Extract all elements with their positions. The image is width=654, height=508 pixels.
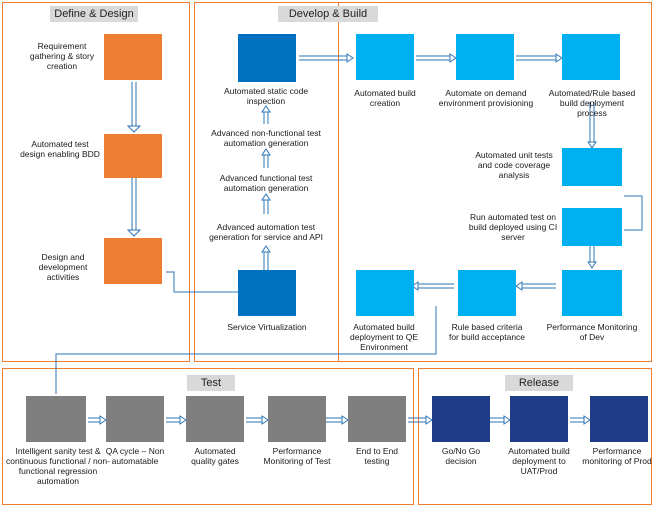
develop-label-qe-deploy: Automated build deployment to QE Environ… — [349, 322, 419, 352]
test-label-perf-test: Performance Monitoring of Test — [263, 446, 331, 466]
arrow-build-env — [416, 55, 450, 61]
test-label-quality-gates: Automated quality gates — [191, 446, 239, 466]
arrow-release-2-3 — [570, 417, 584, 423]
develop-label-nonfunctional: Advanced non-functional test automation … — [211, 128, 321, 148]
develop-label-unit-tests: Automated unit tests and code coverage a… — [475, 150, 553, 180]
develop-label-functional: Advanced functional test automation gene… — [219, 173, 313, 193]
develop-label-build-creation: Automated build creation — [354, 88, 416, 108]
develop-box-env-provisioning — [456, 34, 514, 80]
test-box-sanity — [26, 396, 86, 442]
define-box-dev-activities — [104, 238, 162, 284]
arrow-perf-rule — [522, 283, 556, 289]
line-qe-test — [55, 306, 437, 394]
arrow-func-up — [263, 155, 269, 168]
develop-label-static-inspection: Automated static code inspection — [223, 86, 309, 106]
test-label-e2e: End to End testing — [355, 446, 399, 466]
arrow-deploy-unit — [589, 102, 595, 142]
develop-box-deploy-process — [562, 34, 620, 80]
arrow-test-1-2 — [88, 417, 100, 423]
develop-inner-panel — [338, 2, 652, 362]
develop-label-run-tests: Run automated test on build deployed usi… — [468, 212, 558, 242]
define-label-requirement: Requirement gathering & story creation — [29, 41, 95, 71]
arrow-test-2-3 — [166, 417, 180, 423]
test-label-sanity: Intelligent sanity test & continuous fun… — [6, 446, 110, 486]
arrow-static-build — [299, 55, 347, 61]
test-label-qa-cycle: QA cycle – Non automatable — [105, 446, 165, 466]
arrow-sv-up — [263, 250, 269, 270]
test-box-e2e — [348, 396, 406, 442]
develop-box-run-tests — [562, 208, 622, 246]
release-box-go-no-go — [432, 396, 490, 442]
develop-box-service-virtualization — [238, 270, 296, 316]
test-title: Test — [187, 375, 235, 391]
arrow-test-release — [408, 417, 426, 423]
arrow-release-1-2 — [490, 417, 504, 423]
develop-box-perf-dev — [562, 270, 622, 316]
arrow-define-2-3 — [131, 178, 137, 230]
arrow-test-4-5 — [326, 417, 342, 423]
define-design-panel — [2, 2, 190, 362]
test-box-quality-gates — [186, 396, 244, 442]
develop-label-perf-dev: Performance Monitoring of Dev — [546, 322, 638, 342]
arrow-test-3-4 — [246, 417, 262, 423]
release-box-perf-prod — [590, 396, 648, 442]
arrow-define-1-2 — [131, 82, 137, 126]
define-box-requirement — [104, 34, 162, 80]
develop-box-qe-deploy — [356, 270, 414, 316]
release-label-deploy-prod: Automated build deployment to UAT/Prod — [508, 446, 570, 476]
develop-label-deploy-process: Automated/Rule based build deployment pr… — [548, 88, 636, 118]
define-design-title: Define & Design — [50, 6, 138, 22]
line-unit-run — [624, 195, 643, 231]
arrow-nonfunc-up — [263, 112, 269, 124]
test-panel — [2, 368, 414, 505]
release-title: Release — [505, 375, 573, 391]
release-label-perf-prod: Performance monitoring of Prod — [582, 446, 652, 466]
line-design-sv — [166, 271, 238, 293]
define-label-dev-activities: Design and development activities — [38, 252, 88, 282]
release-panel — [418, 368, 652, 505]
define-label-test-design: Automated test design enabling BDD — [20, 139, 100, 159]
develop-label-api: Advanced automation test generation for … — [209, 222, 323, 242]
arrow-rule-qe — [418, 283, 454, 289]
arrow-env-deploy — [516, 55, 556, 61]
define-box-test-design — [104, 134, 162, 178]
develop-box-build-creation — [356, 34, 414, 80]
develop-box-static-inspection — [238, 34, 296, 82]
develop-box-rule-criteria — [458, 270, 516, 316]
develop-build-title: Develop & Build — [278, 6, 378, 22]
develop-box-unit-tests — [562, 148, 622, 186]
develop-label-service-virtualization: Service Virtualization — [227, 322, 307, 332]
release-label-go-no-go: Go/No Go decision — [441, 446, 481, 466]
arrow-api-up — [263, 200, 269, 214]
test-box-qa-cycle — [106, 396, 164, 442]
develop-label-rule-criteria: Rule based criteria for build acceptance — [448, 322, 526, 342]
test-box-perf-test — [268, 396, 326, 442]
release-box-deploy-prod — [510, 396, 568, 442]
develop-label-env-provisioning: Automate on demand environment provision… — [438, 88, 534, 108]
